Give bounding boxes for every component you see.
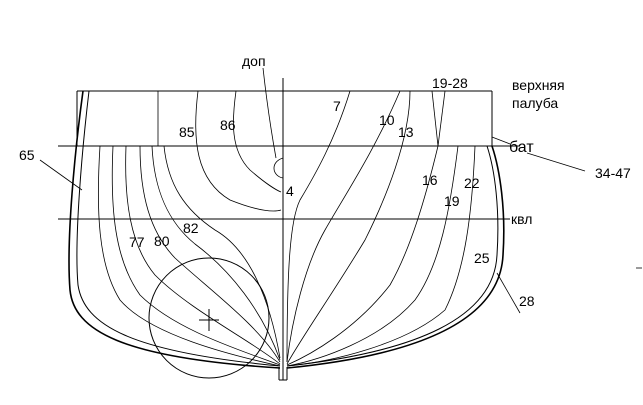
label-kvl: квл: [511, 211, 532, 227]
label-19: 19: [444, 193, 460, 209]
label-85: 85: [179, 124, 195, 140]
label-bat: бат: [509, 139, 534, 156]
upper-deck-block: [76, 90, 493, 146]
label-13: 13: [398, 124, 414, 140]
label-dop: доп: [242, 53, 266, 69]
label-82: 82: [183, 220, 199, 236]
dop-curve: [273, 157, 284, 179]
leader-bat: [491, 136, 511, 145]
left-stations: [97, 90, 282, 367]
leader-65: [39, 159, 83, 191]
label-4: 4: [286, 183, 294, 199]
right-hull-inner: [286, 145, 499, 367]
dop-pointer: [262, 67, 277, 159]
label-7: 7: [333, 98, 341, 114]
label-28: 28: [519, 293, 535, 309]
label-10: 10: [379, 112, 395, 128]
left-hull-inner: [76, 90, 281, 367]
label-16: 16: [422, 172, 438, 188]
label-80: 80: [154, 233, 170, 249]
label-34-47: 34-47: [595, 165, 631, 181]
label-19-28: 19-28: [432, 75, 468, 91]
leader-34-47: [526, 152, 586, 172]
label-25: 25: [474, 250, 490, 266]
label-22: 22: [464, 175, 480, 191]
label-86: 86: [220, 117, 236, 133]
label-paluba: палуба: [512, 95, 558, 111]
right-stations: [286, 90, 476, 367]
label-77: 77: [129, 234, 145, 250]
reference-circle: [148, 257, 270, 379]
label-verkhnyaya: верхняя: [512, 77, 565, 93]
label-65: 65: [19, 147, 35, 163]
leader-28: [496, 272, 521, 314]
left-hull-outer: [68, 90, 281, 369]
